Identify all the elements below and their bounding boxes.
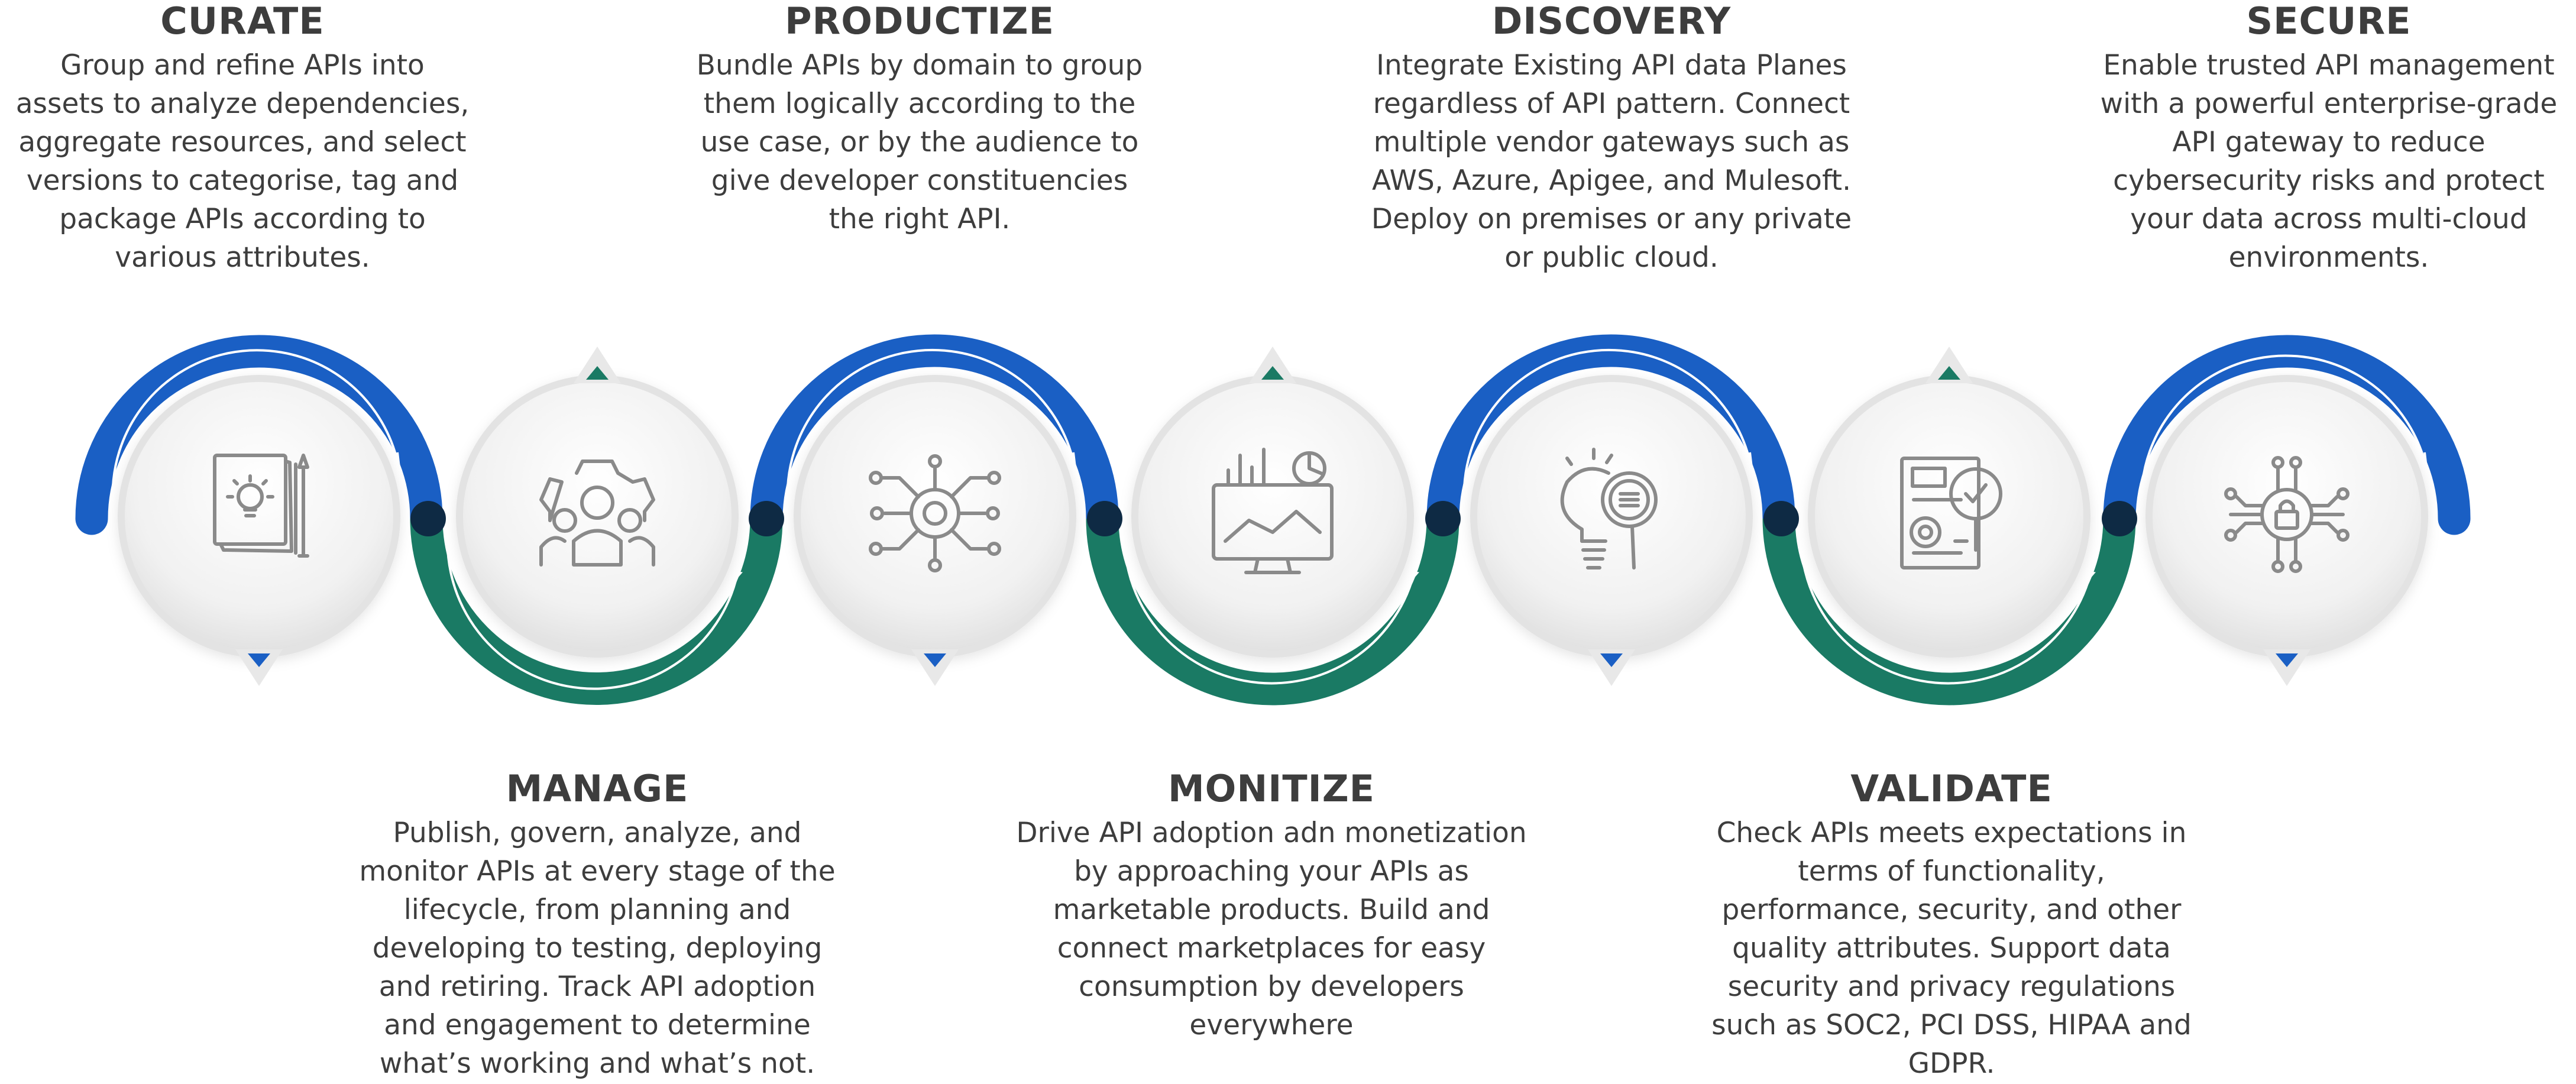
junction-node: [1087, 501, 1122, 536]
junction-node: [1425, 501, 1461, 536]
step-manage: MANAGE Publish, govern, analyze, and mon…: [349, 767, 846, 1083]
pointers: [235, 347, 2310, 686]
pointer-up-manage: [574, 347, 621, 383]
circle-secure: [2145, 375, 2428, 658]
circuit-lock-icon: [2224, 456, 2350, 573]
step-description: Bundle APIs by domain to group them logi…: [696, 49, 1143, 236]
step-title: CURATE: [160, 0, 325, 43]
circles: [118, 375, 2428, 658]
pointer-down-curate: [235, 649, 283, 686]
circle-productize: [794, 375, 1076, 658]
junction-nodes: [410, 501, 2137, 536]
step-curate: CURATE Group and refine APIs into assets…: [0, 1, 485, 277]
step-title: MONITIZE: [1167, 767, 1376, 810]
document-gear-check-icon: [1900, 457, 2002, 569]
pointer-down-secure: [2263, 649, 2310, 686]
step-title: DISCOVERY: [1491, 0, 1732, 43]
pointer-up-monitize: [1249, 347, 1296, 383]
circle-validate: [1808, 375, 2090, 658]
step-monitize: MONITIZE Drive API adoption adn monetiza…: [1005, 767, 1538, 1044]
junction-node: [2102, 501, 2137, 536]
step-productize: PRODUCTIZE Bundle APIs by domain to grou…: [674, 1, 1165, 238]
step-title: SECURE: [2246, 0, 2412, 43]
step-discovery: DISCOVERY Integrate Existing API data Pl…: [1363, 1, 1860, 277]
step-secure: SECURE Enable trusted API management wit…: [2082, 1, 2576, 277]
step-title: MANAGE: [506, 767, 689, 810]
junction-node: [410, 501, 446, 536]
step-title: VALIDATE: [1850, 767, 2053, 810]
monitor-analytics-icon: [1212, 448, 1334, 574]
step-description: Check APIs meets expectations in terms o…: [1711, 817, 2192, 1080]
step-description: Group and refine APIs into assets to ana…: [15, 49, 470, 274]
lightbulb-magnifier-icon: [1560, 448, 1658, 569]
step-description: Integrate Existing API data Planes regar…: [1371, 49, 1852, 274]
pointer-down-productize: [911, 649, 959, 686]
circle-monitize: [1131, 375, 1414, 658]
step-description: Enable trusted API management with a pow…: [2100, 49, 2558, 274]
arc-arrows: [111, 348, 2428, 690]
step-description: Drive API adoption adn monetization by a…: [1016, 817, 1527, 1042]
pointer-down-discovery: [1588, 649, 1635, 686]
junction-node: [749, 501, 784, 536]
step-description: Publish, govern, analyze, and monitor AP…: [359, 817, 836, 1080]
step-validate: VALIDATE Check APIs meets expectations i…: [1703, 767, 2200, 1083]
circle-curate: [118, 375, 400, 658]
documents-lightbulb-pencil-icon: [213, 454, 309, 558]
junction-node: [1763, 501, 1799, 536]
gear-team-icon: [539, 460, 655, 567]
circle-discovery: [1470, 375, 1753, 658]
pointer-up-validate: [1925, 347, 1973, 383]
gear-network-icon: [869, 454, 1001, 572]
step-title: PRODUCTIZE: [785, 0, 1054, 43]
